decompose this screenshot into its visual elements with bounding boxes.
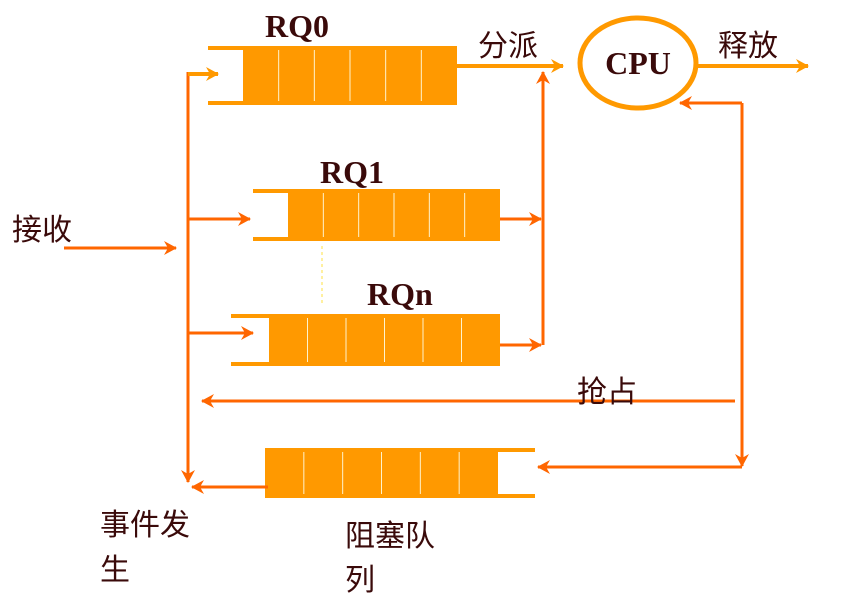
preempt-label: 抢占 <box>577 375 637 410</box>
queue-label-rqn: RQn <box>367 276 433 312</box>
release-label: 释放 <box>718 29 778 64</box>
queue-rq0 <box>208 46 457 105</box>
queue-rqn <box>231 314 500 366</box>
cpu-node <box>577 15 699 111</box>
blocked-label-line1: 阻塞队 <box>345 519 435 554</box>
event-label-line2: 生 <box>100 553 130 588</box>
cpu-label: CPU <box>605 45 671 81</box>
blocked-label-line2: 列 <box>345 563 375 598</box>
queue-blocked <box>265 448 535 498</box>
queue-rq1 <box>253 189 500 241</box>
receive-label: 接收 <box>12 213 72 248</box>
event-label-line1: 事件发 <box>100 508 190 543</box>
dispatch-label: 分派 <box>478 29 538 64</box>
queue-label-rq0: RQ0 <box>265 8 329 44</box>
queue-label-rq1: RQ1 <box>320 154 384 190</box>
